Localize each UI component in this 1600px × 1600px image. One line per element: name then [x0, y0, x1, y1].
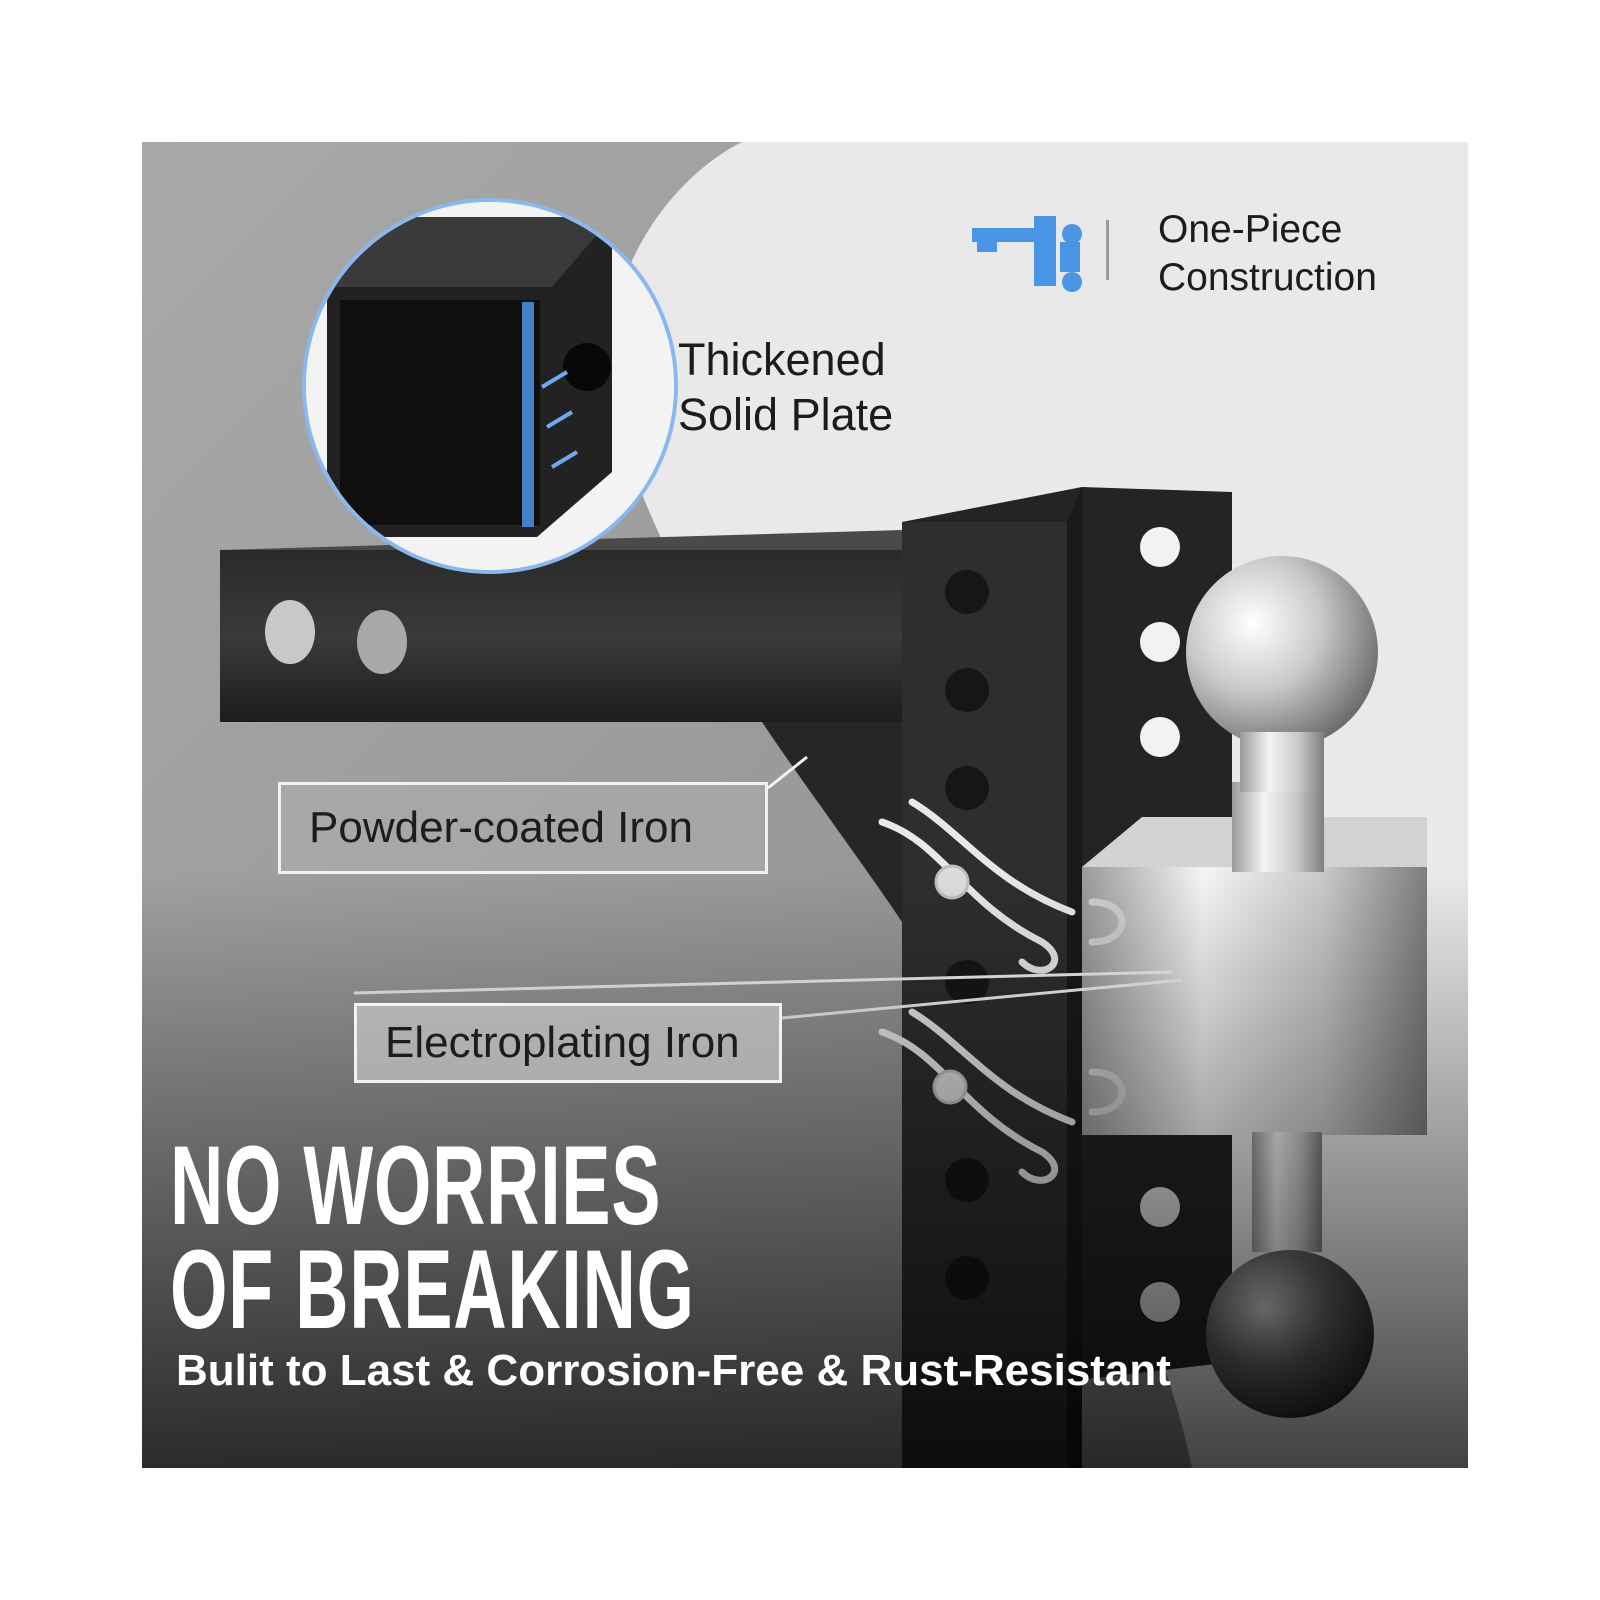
electroplating-callout: Electroplating Iron — [354, 1003, 782, 1083]
hitch-outline-icon — [972, 216, 1109, 292]
tagline: Bulit to Last & Corrosion-Free & Rust-Re… — [176, 1346, 1171, 1395]
thickened-solid-plate-label: Thickened Solid Plate — [678, 334, 894, 440]
electroplating-label: Electroplating Iron — [385, 1018, 740, 1067]
product-panel: One-Piece Construction Thickened Solid P… — [142, 142, 1468, 1468]
hitch-illustration — [142, 142, 1468, 1468]
headline: NO WORRIES OF BREAKING — [170, 1123, 695, 1352]
powder-coated-label: Powder-coated Iron — [309, 803, 693, 852]
powder-coated-callout: Powder-coated Iron — [278, 782, 768, 874]
one-piece-construction-label: One-Piece Construction — [1158, 208, 1377, 299]
zoom-detail — [302, 198, 678, 574]
